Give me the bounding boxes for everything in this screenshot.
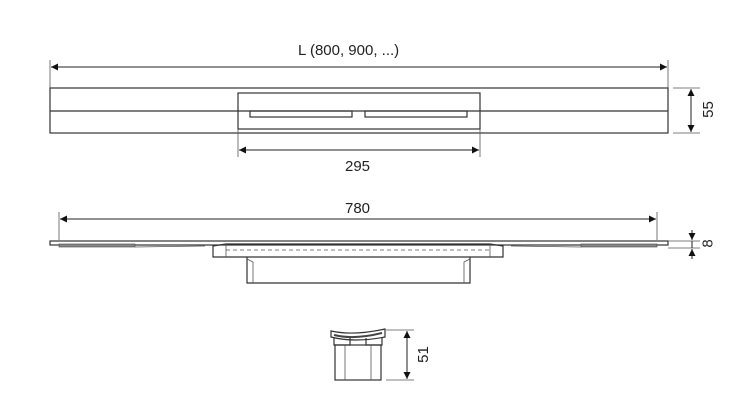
inlet-box <box>237 92 481 130</box>
side-length-label: 780 <box>345 200 371 217</box>
side-view <box>49 212 700 284</box>
inlet-width-label: 295 <box>345 158 371 175</box>
slot-right <box>364 110 468 118</box>
slot-left <box>249 110 353 118</box>
end-view <box>330 328 414 381</box>
thickness-label: 8 <box>699 239 717 248</box>
right-flange-fill <box>580 243 658 248</box>
left-flange-fill <box>58 243 136 248</box>
width-label: 55 <box>699 101 717 118</box>
top-view <box>49 60 700 157</box>
height-label: 51 <box>414 346 432 363</box>
length-label: L (800, 900, ...) <box>298 42 400 59</box>
